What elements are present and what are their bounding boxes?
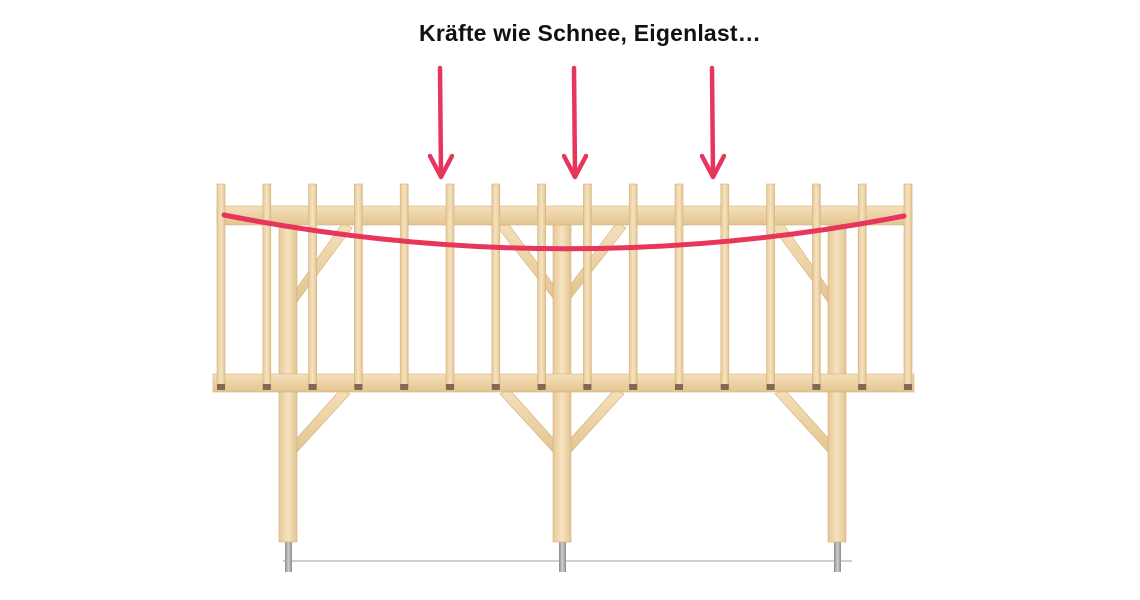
rafter-notch: [904, 384, 912, 390]
rafter: [537, 183, 546, 389]
brace: [499, 388, 554, 453]
rafter-notch: [766, 384, 775, 390]
rafter: [308, 183, 317, 389]
load-caption: Kräfte wie Schnee, Eigenlast…: [419, 20, 761, 46]
top-purlin: [216, 205, 913, 226]
rafter: [812, 183, 821, 389]
load-arrow: [561, 65, 589, 180]
post-anchors: [285, 538, 841, 572]
rafter: [399, 183, 409, 389]
rafter: [766, 183, 775, 389]
post-anchor: [559, 538, 566, 572]
brace: [774, 388, 829, 453]
load-arrow: [427, 65, 455, 180]
rafter-notch: [583, 384, 592, 390]
rafter: [491, 183, 501, 389]
post-anchor: [285, 538, 292, 572]
rafter-notch: [308, 384, 317, 390]
rafter-notch: [537, 384, 546, 390]
rafter: [628, 183, 638, 389]
rafter-notch: [858, 384, 867, 390]
rafters: [216, 183, 913, 390]
brace: [570, 221, 627, 299]
rafter-notch: [629, 384, 638, 390]
rafter-notch: [262, 384, 271, 390]
rafter: [262, 183, 272, 389]
rafter-notch: [812, 384, 821, 390]
rafter-notch: [491, 384, 500, 390]
rafter-notch: [354, 384, 363, 390]
rafter: [674, 183, 684, 389]
bottom-beam: [212, 373, 915, 393]
rafter: [583, 183, 592, 389]
rafter-notch: [675, 384, 683, 390]
lower-braces: [296, 388, 829, 453]
rafter-notch: [446, 384, 454, 390]
rafter-notch: [400, 384, 409, 390]
rafter: [857, 183, 867, 389]
rafter-notch: [217, 384, 225, 390]
brace: [296, 388, 351, 453]
load-arrow: [699, 65, 727, 180]
rafter: [720, 183, 730, 389]
post-anchor: [834, 538, 841, 572]
rafter: [354, 183, 363, 389]
load-arrows: [427, 65, 727, 180]
rafter: [445, 183, 455, 389]
rafter-notch: [720, 384, 729, 390]
brace: [570, 388, 625, 453]
deflection-curve: [221, 212, 907, 252]
